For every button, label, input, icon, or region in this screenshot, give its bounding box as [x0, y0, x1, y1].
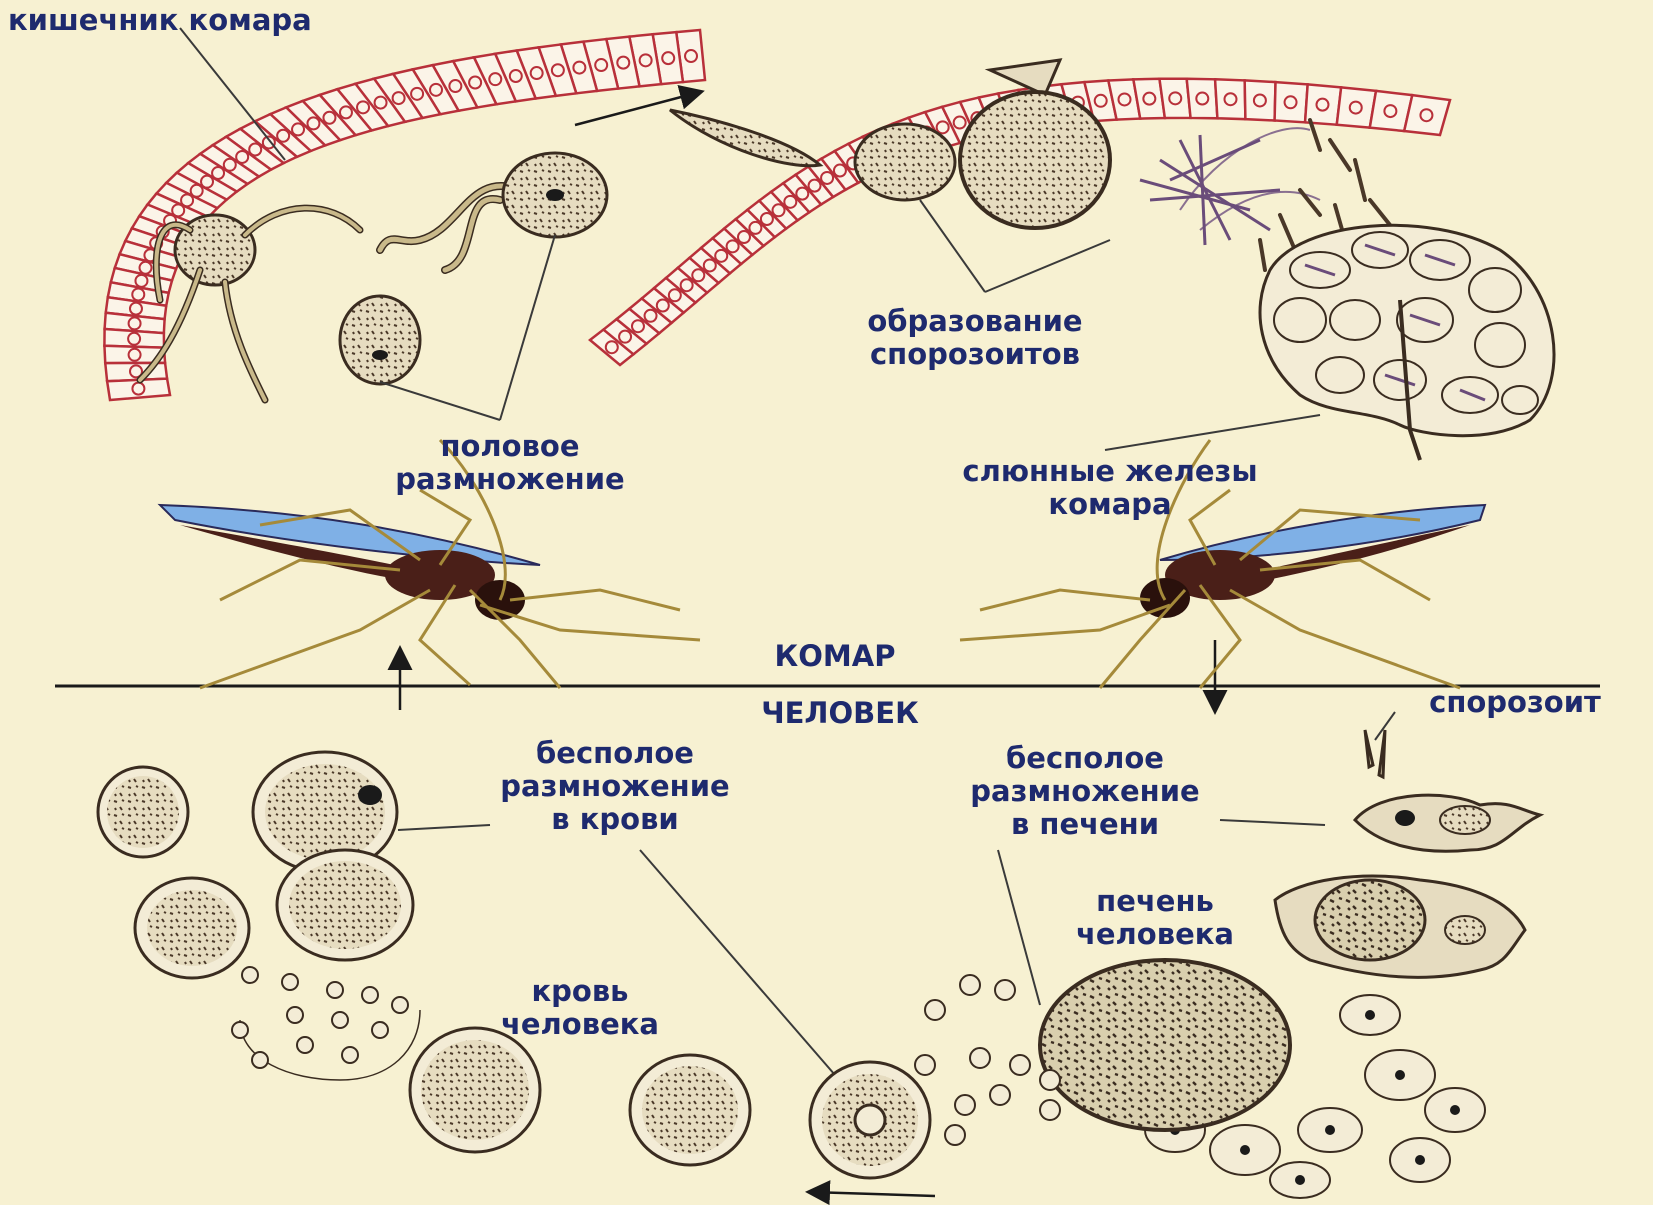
gut-cell — [1275, 82, 1308, 122]
early-oocyst — [855, 124, 955, 200]
salivary-gland — [1260, 225, 1554, 460]
label-human-blood: кровь человека — [460, 975, 700, 1041]
label-asexual-blood: бесполое размножение в крови — [455, 737, 775, 836]
label-line: спорозоитов — [810, 338, 1140, 371]
label-sporozoite-formation: образование спорозоитов — [810, 305, 1140, 371]
label-line: человека — [1035, 918, 1275, 951]
liver-tissue — [1040, 960, 1485, 1198]
gut-cell — [1159, 79, 1190, 118]
label-human-liver: печень человека — [1035, 885, 1275, 951]
label-line: размножение — [345, 463, 675, 496]
label-line: спорозоит — [1385, 686, 1645, 719]
label-human: ЧЕЛОВЕК — [720, 697, 960, 730]
label-line: в печени — [925, 808, 1245, 841]
liver-cell — [1275, 876, 1525, 977]
label-line: слюнные железы — [895, 455, 1325, 488]
label-mosquito-gut: кишечник комара — [8, 4, 312, 37]
label-line: бесполое — [925, 742, 1245, 775]
label-line: человека — [460, 1008, 700, 1041]
gut-cell — [1245, 80, 1276, 120]
ookinete — [670, 110, 820, 166]
label-line: размножение — [925, 775, 1245, 808]
label-line: бесполое — [455, 737, 775, 770]
sporozoite-cells — [1365, 730, 1385, 777]
label-line: кровь — [460, 975, 700, 1008]
label-sexual-reproduction: половое размножение — [345, 430, 675, 496]
zygote — [340, 296, 420, 384]
label-line: ЧЕЛОВЕК — [720, 697, 960, 730]
label-line: в крови — [455, 803, 775, 836]
label-line: образование — [810, 305, 1140, 338]
liver-schizont-early — [1355, 795, 1540, 851]
label-asexual-liver: бесполое размножение в печени — [925, 742, 1245, 841]
label-line: комара — [895, 488, 1325, 521]
gut-cell — [1215, 79, 1245, 119]
label-line: КОМАР — [740, 640, 930, 673]
microgamete — [380, 153, 607, 270]
ruptured-oocyst — [1140, 128, 1320, 245]
gut-cell — [1404, 95, 1450, 135]
label-line: половое — [345, 430, 675, 463]
label-mosquito-gut-text: кишечник комара — [8, 4, 312, 37]
label-sporozoite: спорозоит — [1385, 686, 1645, 719]
label-mosquito: КОМАР — [740, 640, 930, 673]
label-line: печень — [1035, 885, 1275, 918]
label-line: размножение — [455, 770, 775, 803]
merozoites-blood — [232, 967, 420, 1080]
gut-cell — [1187, 79, 1218, 119]
label-salivary-glands: слюнные железы комара — [895, 455, 1325, 521]
